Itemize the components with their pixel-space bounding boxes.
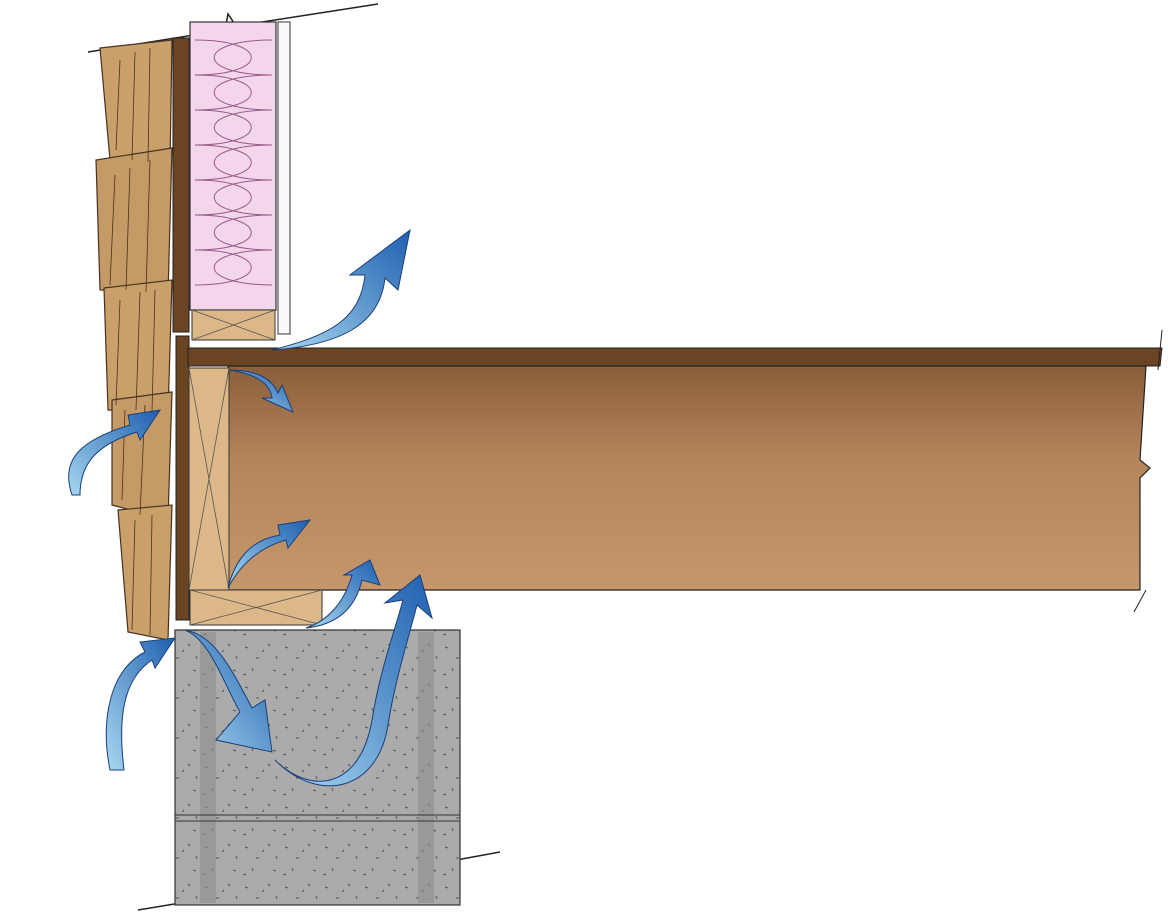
cedar-shingles (95, 39, 173, 641)
air-leak-arrow-icon (184, 629, 273, 753)
wall-bottom-plate (191, 309, 276, 341)
subfloor-break (1157, 329, 1163, 371)
subfloor (187, 347, 1163, 367)
sill-plate (189, 589, 323, 626)
joist-break (1133, 589, 1147, 613)
air-leak-arrow-icon (227, 519, 312, 589)
air-leak-arrow-icon (68, 409, 162, 496)
top-break-line (87, 3, 379, 53)
air-leak-arrow-icons (68, 228, 433, 787)
fiberglass-insulation (189, 21, 277, 311)
air-leak-arrow-icon (105, 637, 177, 771)
rim-sheathing (175, 335, 190, 621)
air-leak-arrow-icon (274, 574, 433, 787)
air-leak-arrow-icon (229, 369, 294, 413)
concrete-foundation (174, 629, 461, 906)
air-leak-arrow-icon (305, 559, 381, 629)
rim-joist (188, 367, 230, 591)
floor-joist (227, 365, 1151, 591)
air-leak-arrow-icon (271, 228, 411, 351)
drywall (277, 21, 291, 335)
wall-sheathing (172, 37, 190, 333)
